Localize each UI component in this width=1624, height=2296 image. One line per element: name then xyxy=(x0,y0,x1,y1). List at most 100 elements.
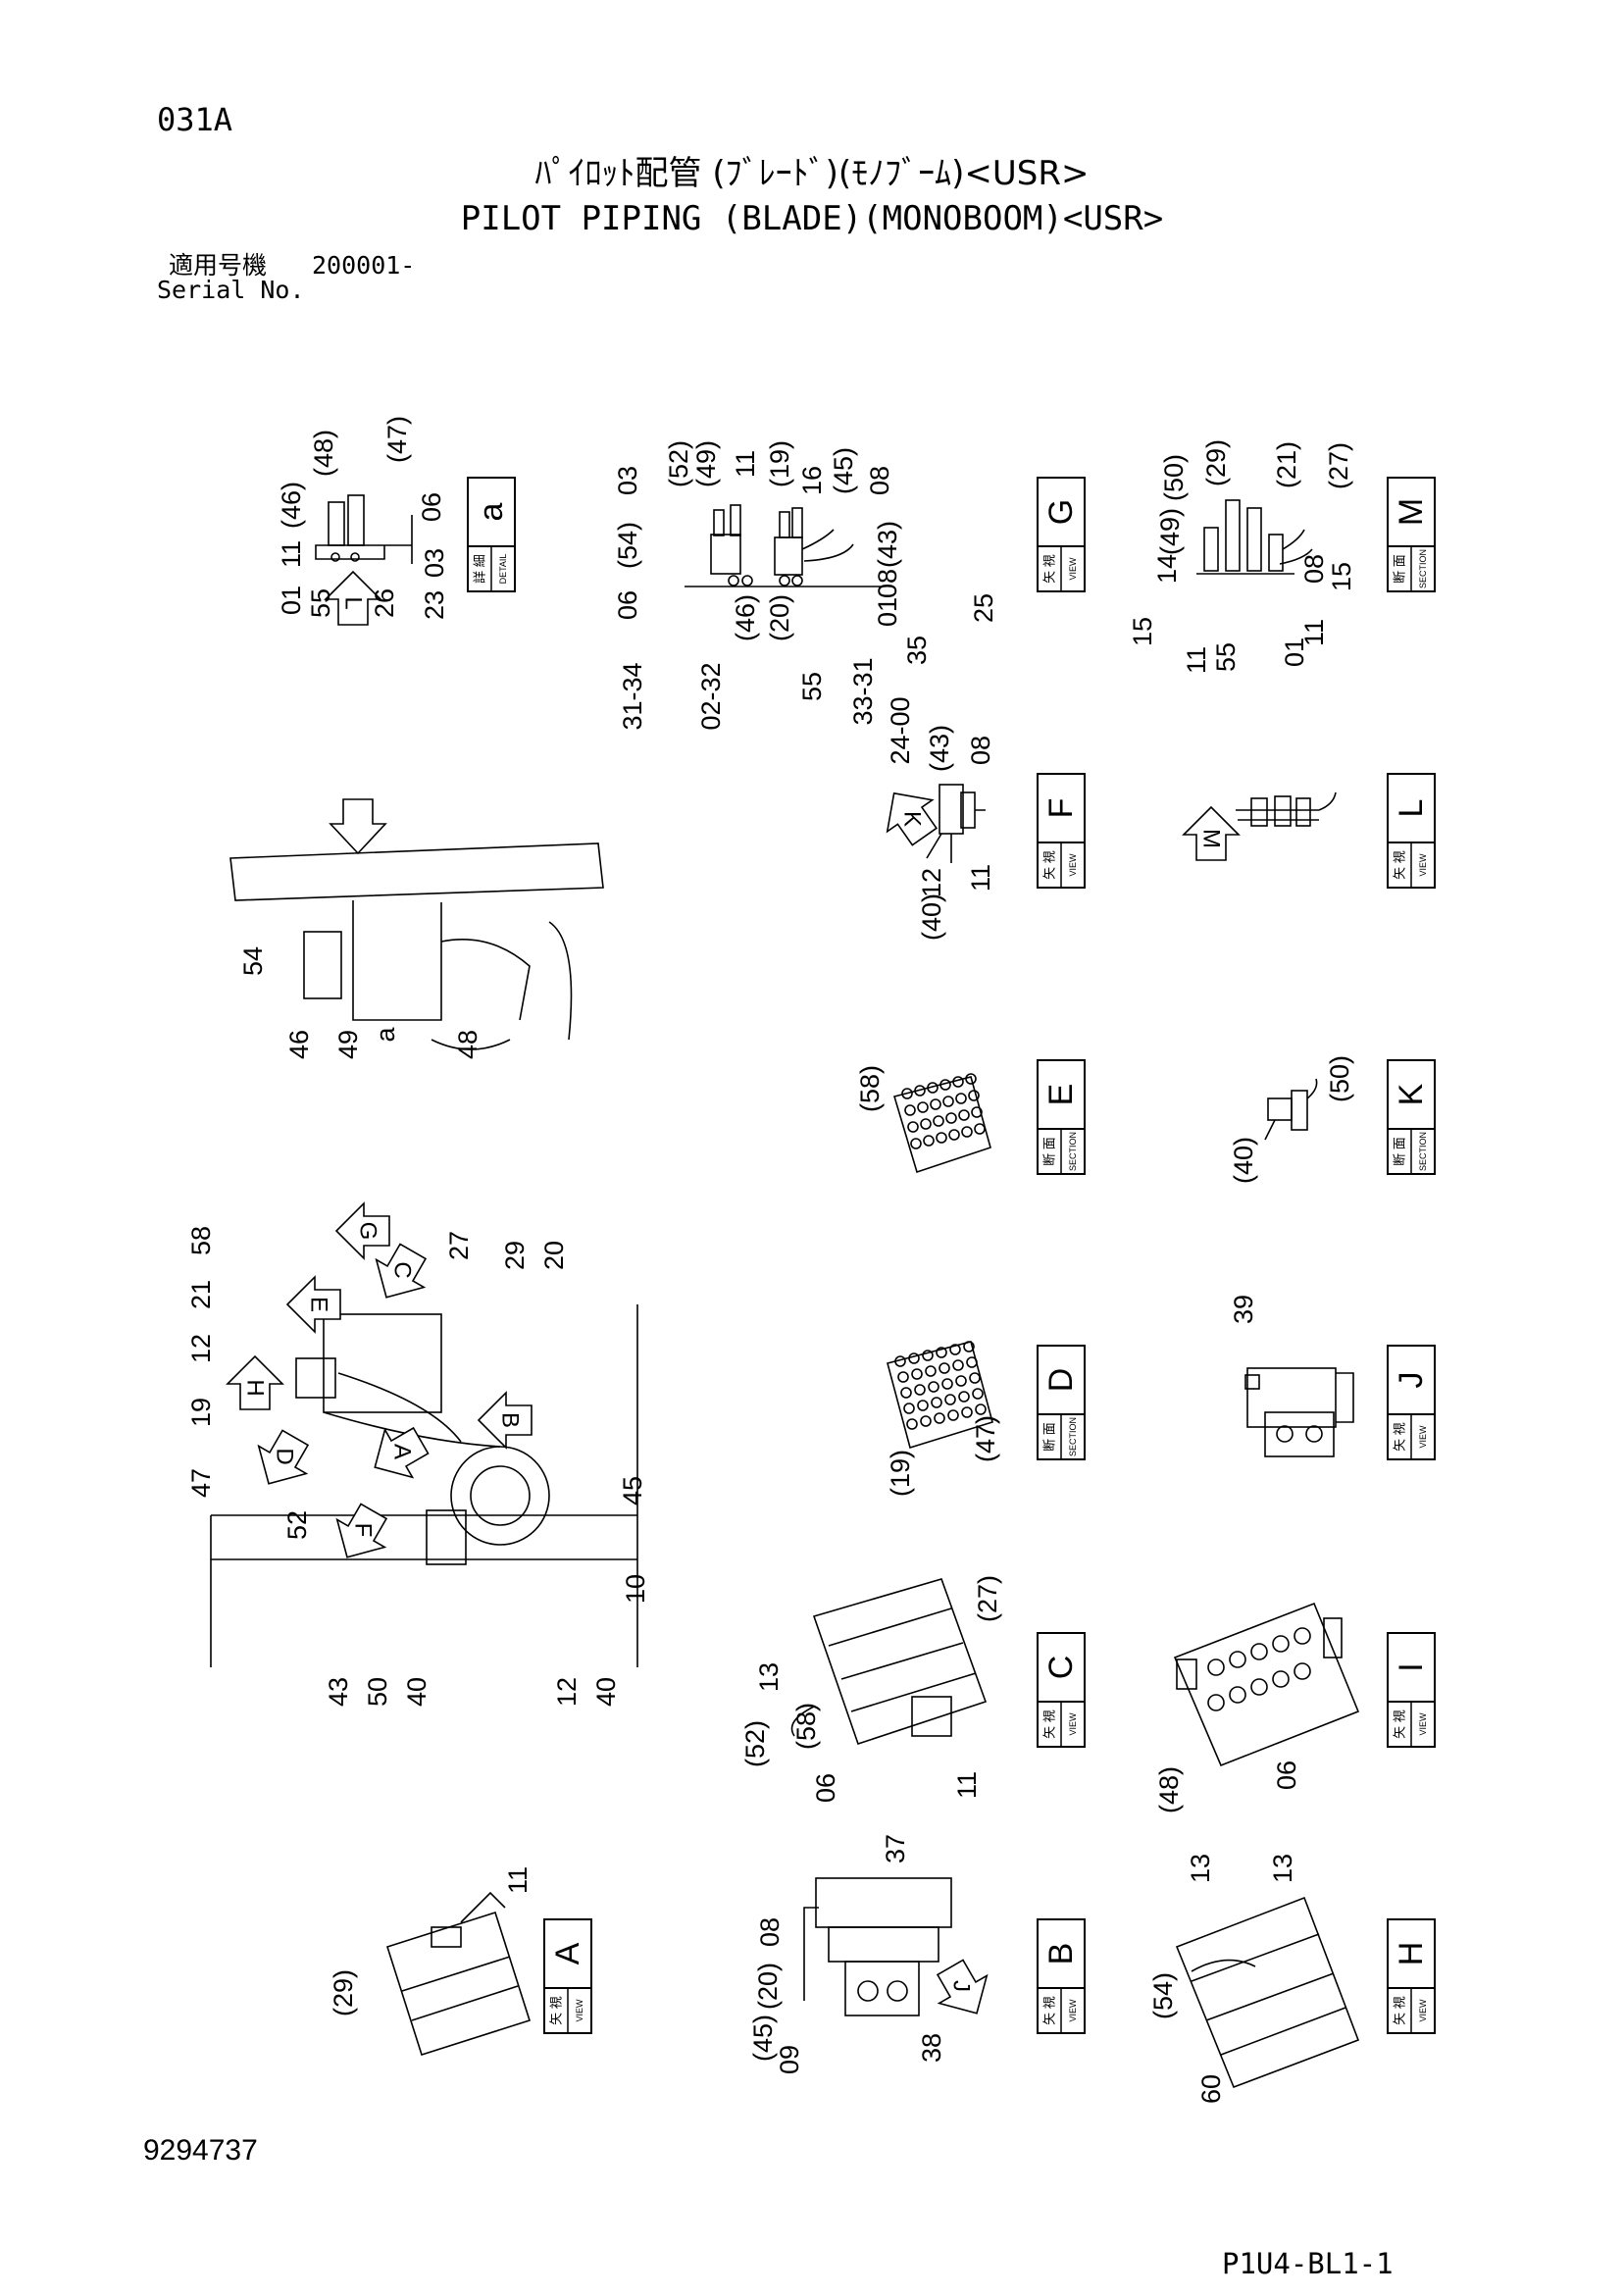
callout-label: 40 xyxy=(402,1677,431,1707)
callout-label: (20) xyxy=(753,1963,783,2010)
view-kind-jp: 矢 視 xyxy=(1042,554,1057,584)
sketch-view-f xyxy=(926,784,986,863)
callout-label: (58) xyxy=(791,1703,821,1750)
callout-label: 08 xyxy=(873,569,902,598)
view-letter: L xyxy=(1393,799,1430,818)
sketch-view-g xyxy=(685,504,881,587)
view-kind-jp: 矢 視 xyxy=(549,1996,564,2025)
sketch-section-e xyxy=(892,1073,991,1174)
callout-label: (19) xyxy=(886,1450,915,1497)
sketch-view-h xyxy=(1175,1896,1360,2089)
callout-label: (47) xyxy=(382,416,412,463)
callout-label: 49 xyxy=(333,1030,363,1059)
callout-label: 06 xyxy=(417,492,446,522)
serial-label-jp: 適用号機 xyxy=(169,251,268,280)
callouts-E: (58) xyxy=(855,1065,885,1112)
view-kind-jp: 矢 視 xyxy=(1042,1996,1057,2025)
view-arrow-C: C xyxy=(375,1243,428,1299)
arrow-letter: J xyxy=(948,1980,975,1992)
view-kind-en: VIEW xyxy=(1068,1999,1078,2022)
view-kind-en: VIEW xyxy=(1068,557,1078,581)
view-arrow-G: G xyxy=(334,1201,390,1260)
view-kind-en: SECTION xyxy=(1418,549,1428,588)
arrow-letter: K xyxy=(899,811,926,827)
arrow-letter: C xyxy=(389,1261,416,1278)
view-kind-en: VIEW xyxy=(1418,1999,1428,2022)
callout-label: 39 xyxy=(1229,1295,1258,1324)
view-letter: G xyxy=(1042,499,1080,525)
page-title-jp: ﾊﾟｲﾛｯﾄ配管 (ﾌﾞﾚｰﾄﾞ)(ﾓﾉﾌﾞｰﾑ)<USR> xyxy=(534,154,1090,193)
sketch-main-bottom xyxy=(210,1304,638,1667)
view-kind-jp: 断 面 xyxy=(1393,554,1407,584)
callout-label: 14 xyxy=(1152,554,1182,584)
view-tag-B: B 矢 視 VIEW xyxy=(1037,1918,1086,2034)
callout-label: 11 xyxy=(277,540,306,568)
callout-label: 12 xyxy=(186,1334,216,1363)
view-letter: B xyxy=(1042,1943,1080,1965)
callout-label: 50 xyxy=(363,1677,392,1707)
page-title-en: PILOT PIPING (BLADE)(MONOBOOM)<USR> xyxy=(460,199,1164,238)
callout-label: 13 xyxy=(1186,1854,1215,1883)
view-letter: E xyxy=(1042,1084,1080,1106)
callout-label: 06 xyxy=(613,590,642,620)
callout-label: 52 xyxy=(282,1510,312,1540)
sketch-detail-a xyxy=(315,494,413,564)
callout-label: 08 xyxy=(865,466,894,495)
callout-label: 23 xyxy=(420,590,449,620)
view-kind-en: VIEW xyxy=(1068,853,1078,877)
callout-label: 55 xyxy=(797,672,827,701)
sketch-section-m xyxy=(1196,499,1313,575)
view-kind-en: SECTION xyxy=(1418,1132,1428,1171)
page-ref: P1U4-BL1-1 xyxy=(1222,2247,1394,2280)
page-code: 031A xyxy=(157,101,233,138)
callout-label: 01 xyxy=(1280,638,1309,667)
callout-label: (29) xyxy=(329,1969,358,2016)
view-arrow-A: A xyxy=(374,1426,430,1479)
view-kind-jp: 矢 視 xyxy=(1042,850,1057,880)
callout-label: (43) xyxy=(925,725,954,772)
callout-label: 33-31 xyxy=(848,657,878,725)
callouts-A: 11(29) xyxy=(329,1866,533,2016)
view-tag-H: H 矢 視 VIEW xyxy=(1387,1918,1436,2034)
callout-label: 21 xyxy=(186,1280,216,1309)
view-kind-en: VIEW xyxy=(575,1999,584,2022)
callout-label: 26 xyxy=(370,588,399,618)
callouts-I: (48)06 xyxy=(1154,1760,1301,1813)
view-kind-en: SECTION xyxy=(1068,1417,1078,1456)
callout-label: 08 xyxy=(1299,554,1329,584)
view-arrow-F: F xyxy=(335,1503,388,1558)
callout-label: (49) xyxy=(691,440,721,487)
view-kind-jp: 詳 細 xyxy=(473,554,487,584)
callout-label: (27) xyxy=(973,1575,1002,1622)
callout-label: 55 xyxy=(1211,642,1241,672)
callout-label: 45 xyxy=(618,1476,647,1505)
view-arrow-J: J xyxy=(936,1959,989,2015)
callouts-D: (19)(47) xyxy=(886,1415,1000,1497)
callout-label: 43 xyxy=(324,1677,353,1707)
view-arrow-B: B xyxy=(477,1391,533,1450)
view-kind-en: VIEW xyxy=(1418,1712,1428,1736)
view-letter: H xyxy=(1393,1942,1430,1966)
callout-label: 48 xyxy=(453,1030,482,1059)
view-kind-jp: 矢 視 xyxy=(1393,1996,1407,2025)
callout-label: 08 xyxy=(966,736,995,765)
view-kind-jp: 矢 視 xyxy=(1393,1709,1407,1739)
callout-label: (52) xyxy=(664,440,693,487)
callout-label: 24-00 xyxy=(886,696,915,764)
serial-value: 200001- xyxy=(312,251,416,280)
view-letter: J xyxy=(1393,1372,1430,1389)
callout-label: (45) xyxy=(748,2015,778,2062)
callout-label: (29) xyxy=(1201,439,1231,486)
callout-label: 03 xyxy=(613,466,642,495)
callout-label: 25 xyxy=(969,593,998,623)
view-arrow-H: H xyxy=(226,1354,284,1410)
